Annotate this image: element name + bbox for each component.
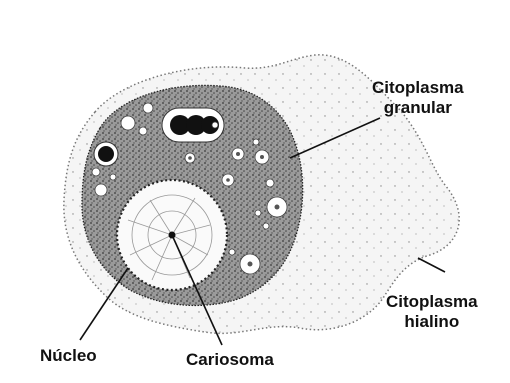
label-citoplasma-granular: Citoplasma granular — [372, 78, 464, 118]
label-nucleo: Núcleo — [40, 346, 97, 366]
label-cariosoma: Cariosoma — [186, 350, 274, 370]
dark-vacuole — [94, 142, 118, 166]
label-citoplasma-hialino: Citoplasma hialino — [386, 292, 478, 332]
